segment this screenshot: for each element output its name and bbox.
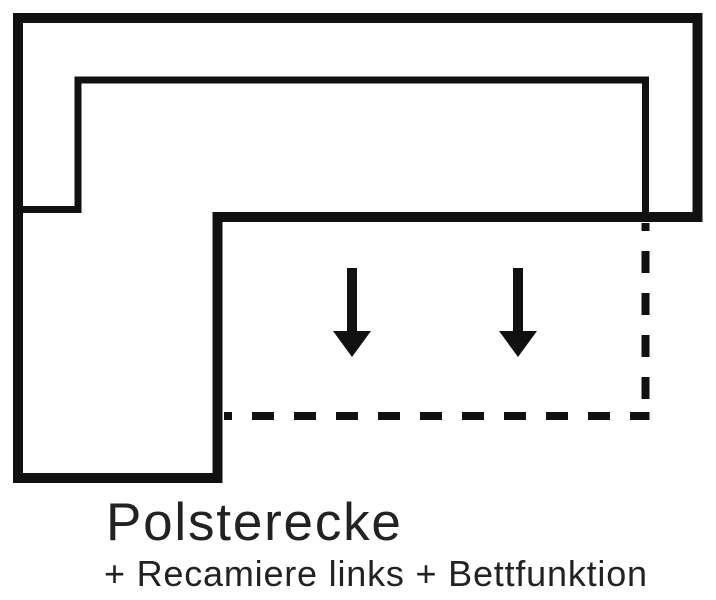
arrow-head (499, 331, 537, 357)
pull-out-down-arrow-right-icon (499, 268, 537, 357)
sofa-backrest-inner-line (20, 76, 649, 216)
arrow-shaft (513, 268, 523, 334)
sofa-outer-outline (13, 13, 703, 483)
pull-out-down-arrow-left-icon (333, 268, 371, 357)
arrow-head (333, 331, 371, 357)
product-title: Polsterecke (106, 493, 403, 552)
product-subtitle: + Recamiere links + Bettfunktion (104, 553, 648, 594)
arrow-shaft (347, 268, 357, 334)
